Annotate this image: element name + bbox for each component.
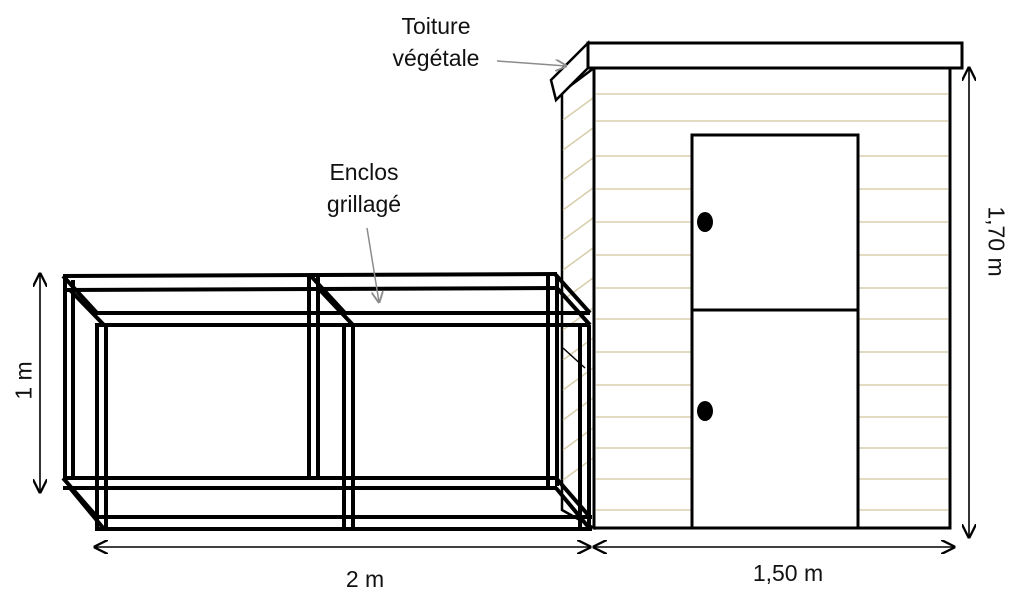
shed-door: [690, 133, 860, 530]
door-knob-upper: [697, 212, 713, 232]
dimension-lines: [40, 68, 969, 547]
door-upper-panel: [690, 133, 860, 312]
shed-height-label: 1,70 m: [983, 206, 1010, 277]
enclosure-leader: [366, 227, 379, 302]
enclosure: [61, 272, 592, 531]
enclosure-width-label: 2 m: [345, 566, 385, 592]
enclosure-hinge-line: [562, 347, 586, 369]
enclosure-height-label: 1 m: [10, 361, 37, 400]
door-knob-lower: [697, 401, 713, 421]
roof-leader: [496, 61, 566, 66]
leader-lines: [366, 61, 566, 302]
enclosure-label-line1: Enclos: [329, 159, 399, 185]
shed-width-label: 1,50 m: [752, 560, 824, 586]
roof-label-line1: Toiture: [401, 13, 471, 39]
roof-label-line2: végétale: [392, 45, 480, 71]
shed: [549, 39, 964, 531]
shed-roof-slab: [586, 41, 964, 70]
door-lower-panel: [690, 308, 860, 530]
enclosure-label-line2: grillagé: [326, 191, 402, 217]
